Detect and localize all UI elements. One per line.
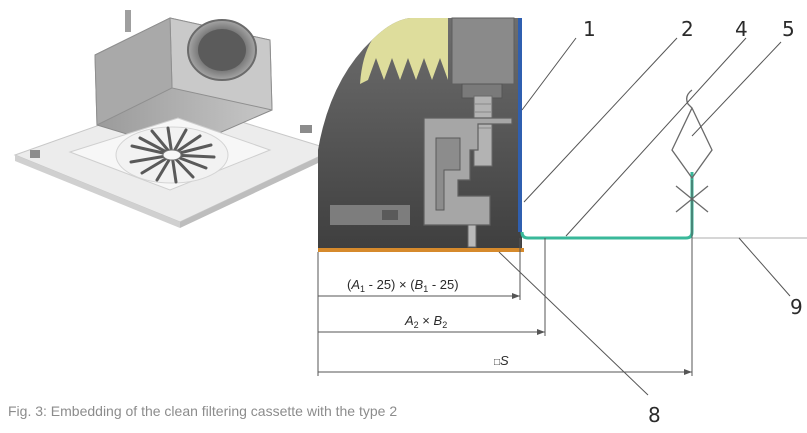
- diffuser-cassette-illustration: [13, 10, 335, 228]
- dimension-label-s: □S: [494, 353, 509, 368]
- callout-1: 1: [583, 17, 596, 41]
- dimension-lines: [317, 180, 693, 376]
- callout-5: 5: [782, 17, 795, 41]
- dimension-arrows: [512, 293, 692, 375]
- fixing-bolt: [467, 224, 477, 248]
- dimension-label-a2-b2: A2 × B2: [404, 313, 447, 330]
- callout-2: 2: [681, 17, 694, 41]
- dimension-label-a1-b1: (A1 - 25) × (B1 - 25): [347, 277, 459, 294]
- figure-caption: Fig. 3: Embedding of the clean filtering…: [8, 403, 398, 419]
- section-drawing: [318, 17, 807, 252]
- callout-9: 9: [790, 295, 803, 319]
- adjuster-housing: [451, 17, 515, 85]
- callout-8: 8: [648, 403, 661, 427]
- swirl-diffuser: [115, 126, 229, 184]
- callout-4: 4: [735, 17, 748, 41]
- insulation: [360, 18, 448, 84]
- gasket-strip: [318, 248, 524, 252]
- frame-profile: [520, 172, 694, 240]
- leader-lines: [498, 37, 791, 396]
